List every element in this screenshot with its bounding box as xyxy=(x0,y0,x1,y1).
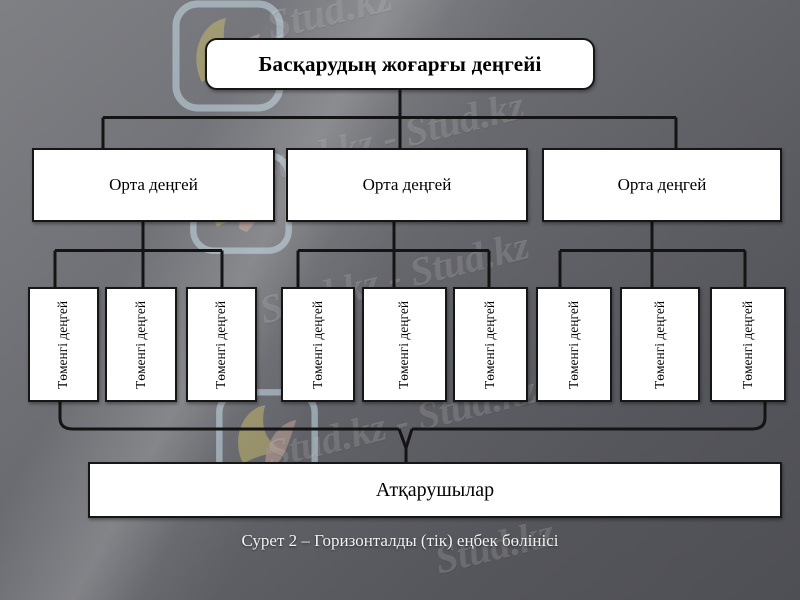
node-label: Басқарудың жоғарғы деңгейі xyxy=(258,51,542,76)
node-label: Төменгі деңгей xyxy=(652,300,668,389)
node-label: Төменгі деңгей xyxy=(482,300,498,389)
figure-caption: Сурет 2 – Горизонталды (тік) еңбек бөлін… xyxy=(241,531,559,550)
node-label: Атқарушылар xyxy=(375,478,495,501)
node-lower-level-3[interactable]: Төменгі деңгей xyxy=(186,287,257,402)
node-lower-level-7[interactable]: Төменгі деңгей xyxy=(536,287,612,402)
node-top-management[interactable]: Басқарудың жоғарғы деңгейі xyxy=(205,38,595,90)
node-lower-level-8[interactable]: Төменгі деңгей xyxy=(620,287,700,402)
node-label: Орта деңгей xyxy=(362,175,452,194)
node-label: Орта деңгей xyxy=(109,175,198,194)
node-middle-level-3[interactable]: Орта деңгей xyxy=(542,148,782,222)
node-label: Орта деңгей xyxy=(617,175,707,194)
node-lower-level-4[interactable]: Төменгі деңгей xyxy=(281,287,355,402)
node-lower-level-9[interactable]: Төменгі деңгей xyxy=(710,287,786,402)
node-middle-level-1[interactable]: Орта деңгей xyxy=(32,148,275,222)
node-label: Төменгі деңгей xyxy=(396,300,412,389)
node-lower-level-1[interactable]: Төменгі деңгей xyxy=(28,287,99,402)
node-label: Төменгі деңгей xyxy=(566,300,582,389)
node-label: Төменгі деңгей xyxy=(740,300,756,389)
node-lower-level-2[interactable]: Төменгі деңгей xyxy=(105,287,177,402)
node-label: Төменгі деңгей xyxy=(213,300,229,389)
node-middle-level-2[interactable]: Орта деңгей xyxy=(286,148,528,222)
node-label: Төменгі деңгей xyxy=(310,300,326,389)
node-executors[interactable]: Атқарушылар xyxy=(88,462,782,518)
node-label: Төменгі деңгей xyxy=(55,300,71,389)
node-label: Төменгі деңгей xyxy=(133,300,149,389)
node-lower-level-5[interactable]: Төменгі деңгей xyxy=(362,287,447,402)
node-lower-level-6[interactable]: Төменгі деңгей xyxy=(453,287,528,402)
